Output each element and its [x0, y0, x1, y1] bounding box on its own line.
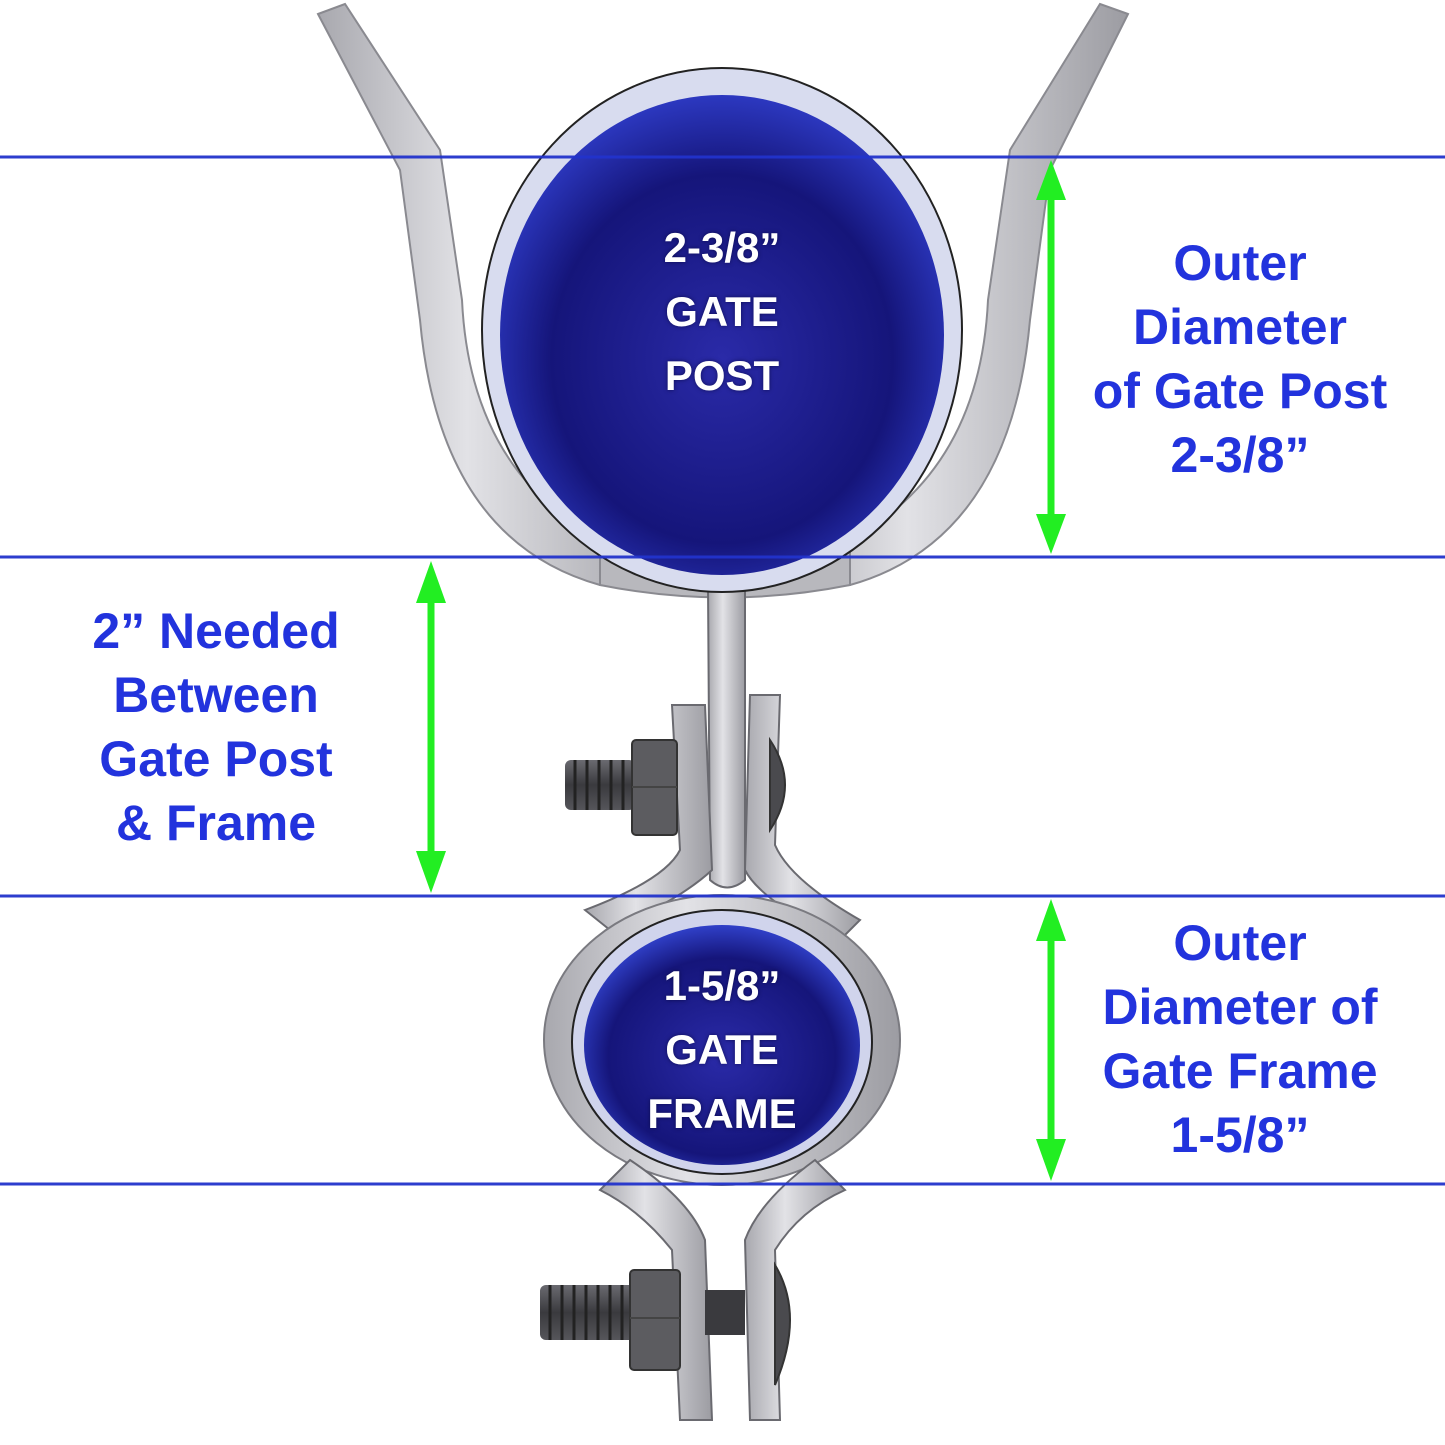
gate-post-word-post: POST [664, 352, 780, 399]
guide-lines [0, 155, 1445, 1186]
gate-post-label: 2-3/8” GATE POST [572, 216, 872, 408]
post-diameter-arrow-icon [1036, 160, 1066, 554]
gate-post-word-gate: GATE [665, 288, 779, 335]
callout-line: Diameter [1133, 299, 1347, 355]
callout-line: Gate Frame [1102, 1043, 1378, 1099]
lower-bolt-icon [540, 1261, 791, 1386]
callout-line: Outer [1173, 915, 1307, 971]
gate-frame-word-gate: GATE [665, 1026, 779, 1073]
callout-line: Outer [1173, 235, 1307, 291]
post-diameter-callout: Outer Diameter of Gate Post 2-3/8” [1060, 231, 1420, 487]
gate-frame-size: 1-5/8” [663, 962, 781, 1009]
callout-line: & Frame [115, 795, 317, 851]
callout-line: Diameter of [1102, 979, 1378, 1035]
frame-diameter-arrow-icon [1036, 899, 1066, 1181]
callout-line: 2-3/8” [1170, 427, 1310, 483]
callout-line: 2” Needed [92, 603, 340, 659]
gate-post-pipe [481, 67, 963, 593]
frame-diameter-callout: Outer Diameter of Gate Frame 1-5/8” [1060, 911, 1420, 1167]
gate-frame-pipe [571, 909, 873, 1175]
callout-line: 1-5/8” [1170, 1107, 1310, 1163]
callout-line: of Gate Post [1092, 363, 1388, 419]
callout-line: Between [113, 667, 319, 723]
gate-post-size: 2-3/8” [663, 224, 781, 271]
callout-line: Gate Post [99, 731, 333, 787]
gate-frame-label: 1-5/8” GATE FRAME [572, 954, 872, 1146]
upper-bolt-icon [565, 736, 786, 836]
gap-arrow-icon [416, 561, 446, 893]
gap-callout: 2” Needed Between Gate Post & Frame [46, 599, 386, 855]
gate-frame-word-frame: FRAME [647, 1090, 797, 1137]
